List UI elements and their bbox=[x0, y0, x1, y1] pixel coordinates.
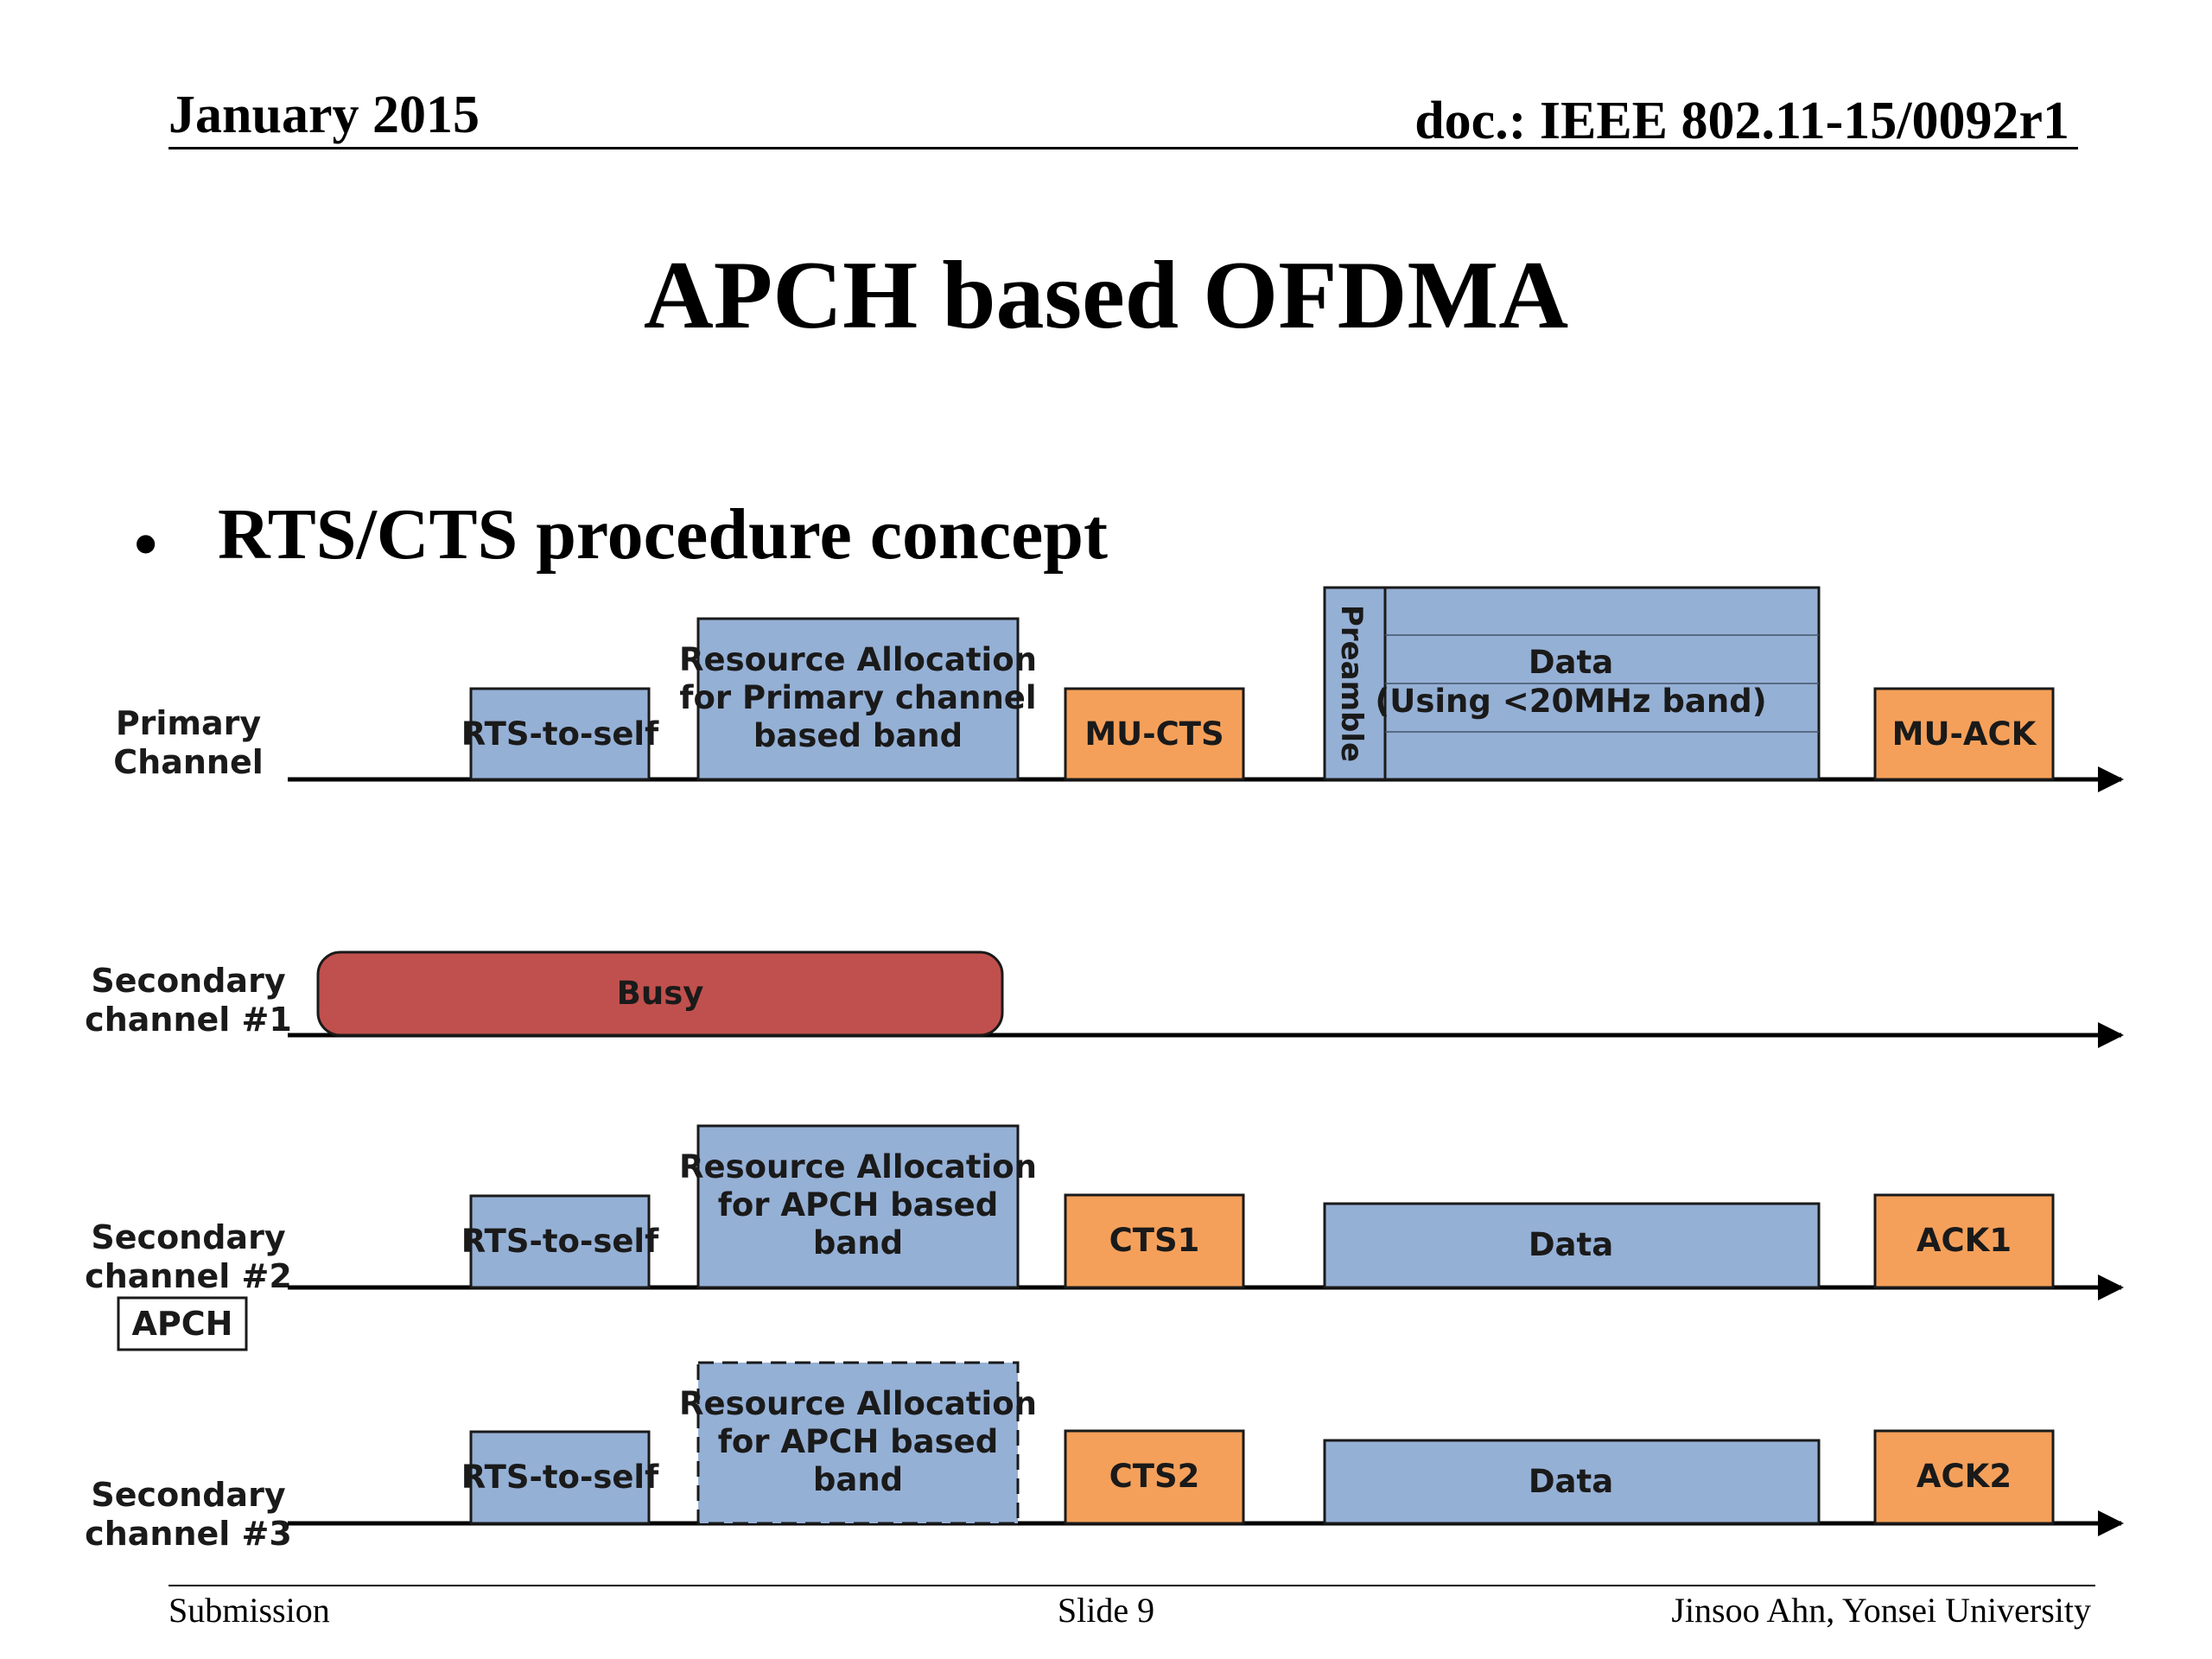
channel-label-sec1-2: channel #1 bbox=[85, 1001, 292, 1039]
secondary3-ack-label: ACK2 bbox=[1916, 1458, 2012, 1495]
primary-rts-frame bbox=[469, 687, 651, 781]
apch-tag-label: APCH bbox=[132, 1305, 233, 1343]
secondary3-cts-frame bbox=[1064, 1429, 1245, 1525]
secondary2-cts-label: CTS1 bbox=[1109, 1222, 1200, 1259]
secondary3-cts-label: CTS2 bbox=[1109, 1458, 1200, 1495]
footer-divider bbox=[168, 1585, 2095, 1586]
channel-label-sec2-2: channel #2 bbox=[85, 1257, 292, 1295]
secondary2-ack-frame bbox=[1873, 1193, 2055, 1289]
channel-label-primary-1: Primary bbox=[116, 704, 262, 742]
channel-label-primary-2: Channel bbox=[113, 743, 264, 781]
channel-label-sec3-1: Secondary bbox=[91, 1476, 285, 1514]
secondary3-rts-frame bbox=[469, 1430, 651, 1525]
secondary3-ra-line-1: Resource Allocation bbox=[679, 1385, 1037, 1422]
primary-resource-allocation-frame bbox=[696, 617, 1020, 781]
primary-mu-cts-frame bbox=[1064, 687, 1245, 781]
secondary2-ra-line-2: for APCH based bbox=[718, 1186, 998, 1224]
primary-mu-cts-label: MU-CTS bbox=[1084, 715, 1224, 753]
footer-submission: Submission bbox=[168, 1591, 330, 1630]
primary-data-line-1: Data bbox=[1529, 644, 1613, 681]
secondary2-ra-line-3: band bbox=[813, 1224, 903, 1262]
secondary3-resource-allocation-frame bbox=[696, 1361, 1020, 1525]
primary-ra-line-3: based band bbox=[753, 717, 963, 754]
primary-rts-label: RTS-to-self bbox=[461, 715, 659, 753]
secondary3-rts-label: RTS-to-self bbox=[461, 1459, 659, 1496]
primary-preamble-frame bbox=[1323, 586, 1387, 781]
primary-preamble-label: Preamble bbox=[1334, 605, 1369, 762]
secondary2-ack-label: ACK1 bbox=[1916, 1222, 2012, 1259]
secondary3-data-frame bbox=[1323, 1439, 1821, 1525]
header-doc-id: doc.: IEEE 802.11-15/0092r1 bbox=[1414, 92, 2069, 150]
bullet-text: RTS/CTS procedure concept bbox=[218, 494, 1108, 575]
secondary3-ra-line-3: band bbox=[813, 1461, 903, 1498]
header-date: January 2015 bbox=[168, 86, 480, 144]
slide-title: APCH based OFDMA bbox=[643, 242, 1569, 349]
secondary2-rts-frame bbox=[469, 1194, 651, 1289]
secondary3-ra-line-2: for APCH based bbox=[718, 1423, 998, 1460]
primary-ra-line-2: for Primary channel bbox=[679, 679, 1036, 716]
primary-ra-line-1: Resource Allocation bbox=[679, 641, 1037, 678]
channel-label-sec3-2: channel #3 bbox=[85, 1515, 292, 1553]
footer-author: Jinsoo Ahn, Yonsei University bbox=[1671, 1591, 2091, 1630]
secondary2-ra-line-1: Resource Allocation bbox=[679, 1148, 1037, 1185]
primary-mu-ack-label: MU-ACK bbox=[1892, 715, 2037, 753]
secondary2-resource-allocation-frame bbox=[696, 1124, 1020, 1289]
secondary3-data-label: Data bbox=[1529, 1463, 1613, 1500]
footer-slide-number: Slide 9 bbox=[1057, 1591, 1155, 1630]
channel-label-sec1-1: Secondary bbox=[91, 962, 285, 1000]
secondary3-ack-frame bbox=[1873, 1429, 2055, 1525]
secondary2-cts-frame bbox=[1064, 1193, 1245, 1289]
secondary2-rts-label: RTS-to-self bbox=[461, 1223, 659, 1260]
bullet-marker: • bbox=[134, 506, 158, 582]
secondary2-data-label: Data bbox=[1529, 1226, 1613, 1263]
secondary1-busy-label: Busy bbox=[617, 975, 704, 1012]
primary-data-line-2: (Using <20MHz band) bbox=[1375, 683, 1766, 720]
apch-tag-box bbox=[117, 1296, 248, 1351]
primary-mu-ack-frame bbox=[1873, 687, 2055, 781]
secondary1-busy-frame bbox=[316, 950, 1004, 1037]
channel-label-sec2-1: Secondary bbox=[91, 1218, 285, 1256]
secondary2-data-frame bbox=[1323, 1202, 1821, 1289]
header-divider bbox=[168, 147, 2078, 149]
